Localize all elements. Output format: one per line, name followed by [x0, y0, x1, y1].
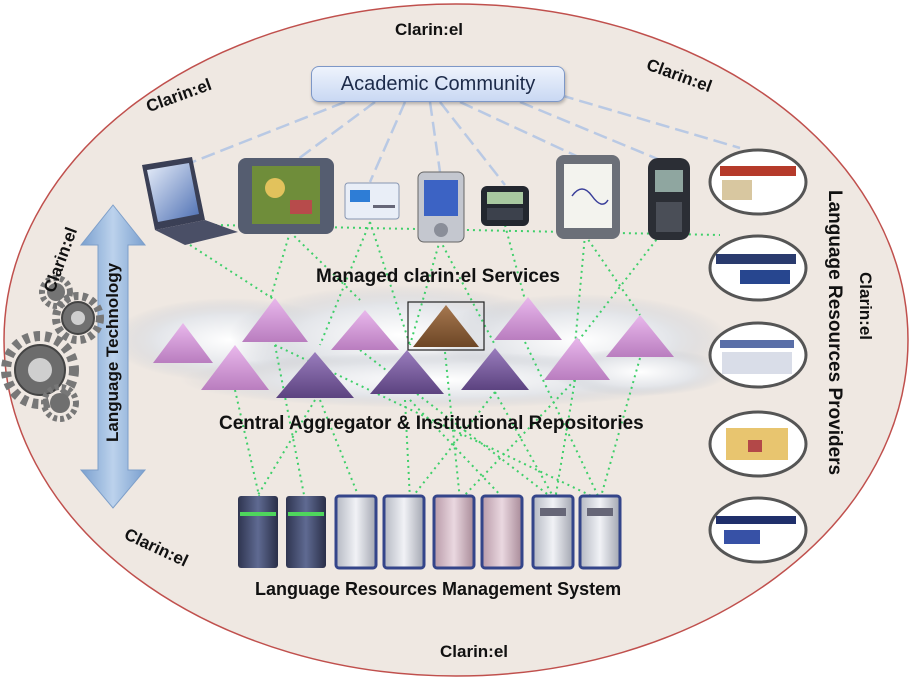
server-icon	[238, 496, 278, 568]
repository-triangle	[544, 337, 610, 380]
website-icon	[708, 148, 808, 216]
selected-repository-triangle	[413, 305, 479, 347]
gears-icon	[1, 275, 104, 422]
tablet-pc-icon	[238, 158, 334, 234]
language-technology-arrow	[79, 204, 147, 509]
clarin-label: Clarin:el	[440, 642, 509, 661]
server-icon	[382, 494, 426, 570]
smart-card-icon	[344, 182, 400, 220]
clarin-label: Clarin:el	[856, 272, 875, 341]
language-technology-label: Language Technology	[103, 262, 122, 442]
service-connectors	[189, 221, 721, 501]
server-icon	[334, 494, 378, 570]
mobile-phone-icon	[648, 158, 690, 240]
pager-icon	[481, 186, 529, 226]
server-icon	[286, 496, 326, 568]
pda-icon	[417, 171, 465, 243]
server-icon	[578, 494, 622, 570]
management-system-label: Language Resources Management System	[255, 579, 622, 599]
tablet-pen-icon	[556, 155, 620, 239]
repository-triangle	[606, 315, 674, 357]
clarin-label: Clarin:el	[395, 20, 464, 39]
selected-repository-frame	[407, 301, 485, 351]
server-icon	[531, 494, 575, 570]
website-icon	[708, 410, 808, 478]
website-icon	[708, 321, 808, 389]
central-aggregator-label: Central Aggregator & Institutional Repos…	[219, 413, 644, 434]
server-icon	[432, 494, 476, 570]
server-icon	[480, 494, 524, 570]
language-resources-providers-label: Language Resources Providers	[824, 190, 845, 476]
website-icon	[708, 234, 808, 302]
academic-connectors	[184, 93, 741, 186]
website-thumbnails	[708, 148, 808, 564]
server-racks	[238, 494, 622, 570]
website-icon	[708, 496, 808, 564]
repository-triangle	[201, 345, 269, 390]
laptop-icon	[142, 157, 238, 245]
repository-triangle	[242, 298, 308, 342]
academic-community-box[interactable]: Academic Community	[311, 66, 565, 102]
repository-triangle	[370, 350, 444, 394]
repository-triangle	[461, 348, 529, 390]
repository-triangles	[153, 297, 674, 398]
managed-services-label: Managed clarin:el Services	[316, 266, 560, 287]
repository-triangle	[276, 352, 354, 398]
repository-triangle	[494, 297, 562, 340]
repository-triangle	[331, 310, 399, 350]
repository-triangle	[153, 323, 213, 363]
